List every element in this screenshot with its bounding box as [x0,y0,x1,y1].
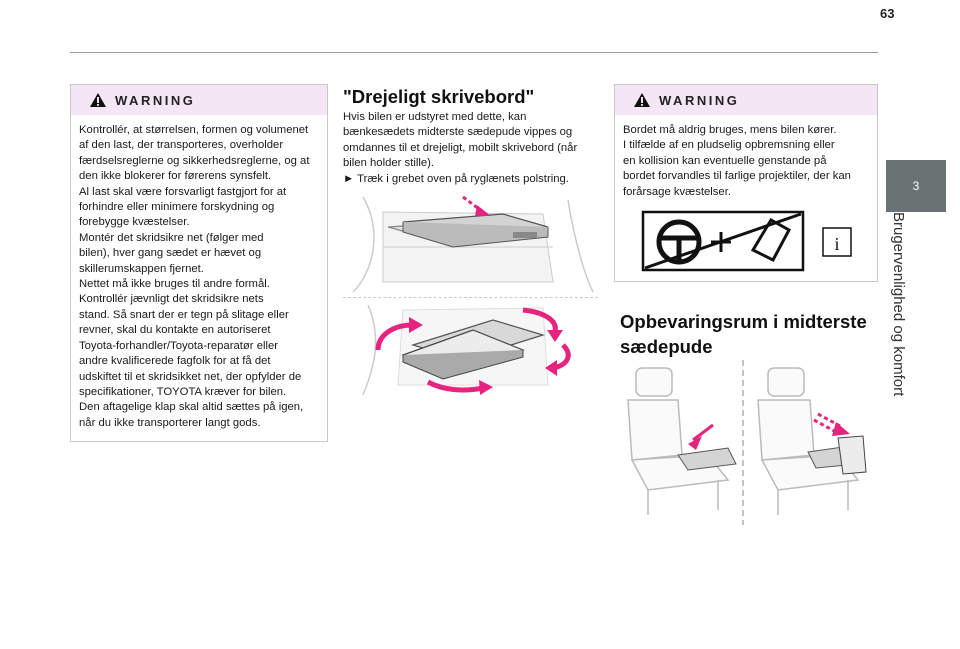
text-line: specifikationer, TOYOTA kræver for bilen… [79,385,287,398]
section-title-desk: "Drejeligt skrivebord" [343,86,535,107]
text-line: Nettet må ikke bruges til andre formål. [79,278,270,291]
desk-fold-illustration [352,195,594,293]
warning-header: WARNING [71,85,327,115]
desk-rotate-illustration [362,304,571,396]
text-line: den ikke blokerer for førerens synsfelt. [79,170,272,183]
section-title-storage: Opbevaringsrum i midterste sædepude [620,309,867,359]
text-line: bordet forvandles til farlige projektile… [623,170,851,183]
text-line: Hvis bilen er udstyret med dette, kan [343,111,527,123]
text-line: en kollision kan eventuelle genstande på [623,154,827,167]
warning-text: Kontrollér, at størrelsen, formen og vol… [71,115,327,431]
warning-box-right: WARNING Bordet må aldrig bruges, mens bi… [614,84,878,282]
page-number: 63 [880,6,895,21]
text-line: Montér det skridsikre net (følger med [79,231,264,244]
warning-triangle-icon [90,93,106,107]
text-line: når du ikke transporterer langt gods. [79,416,261,429]
warning-label: WARNING [115,92,196,108]
section-title-storage-line1: Opbevaringsrum i midterste [620,311,867,332]
text-line: I tilfælde af en pludselig opbremsning e… [623,139,835,152]
text-line: Toyota-forhandler/Toyota-reparatør eller [79,339,279,352]
text-line: bilen), hver gang sædet er hævet og [79,247,262,260]
text-line: Den aftagelige klap skal altid sættes på… [79,401,304,414]
text-line: skillerumskappen fjernet. [79,262,204,275]
header-rule [70,52,878,53]
text-line: forebygge kvæstelser. [79,216,190,229]
warning-label: WARNING [659,92,740,108]
text-line: omdannes til et drejeligt, mobilt skrive… [343,141,578,154]
warning-triangle-icon [634,93,650,107]
figure-divider [343,297,598,298]
text-line: forhindre eller minimere forskydning og [79,201,275,214]
warning-box-left: WARNING Kontrollér, at størrelsen, forme… [70,84,328,442]
chapter-tab[interactable]: 3 [886,160,946,212]
section-title-storage-line2: sædepude [620,336,713,357]
text-line: Kontrollér jævnligt det skridsikre nets [79,293,264,306]
chapter-title-text: Brugervenlighed og komfort [890,212,907,397]
text-line: forårsage kvæstelser. [623,185,731,198]
svg-text:i: i [834,234,839,254]
warning-text: Bordet må aldrig bruges, mens bilen køre… [615,115,877,200]
no-desk-while-driving-icon: i [641,210,852,272]
text-line: Al last skal være forsvarligt fastgjort … [79,185,287,198]
text-line: udskiftet til et skridsikket net, der op… [79,370,302,383]
warning-header: WARNING [615,85,877,115]
desk-description: Hvis bilen er udstyret med dette, kan bæn… [343,110,577,187]
text-line: andre kvalificerede fagfolk for at få de… [79,355,271,368]
text-line: af den last, der transporteres, overhold… [79,139,284,152]
seat-storage-illustration [627,360,867,525]
text-line: Kontrollér, at størrelsen, formen og vol… [79,124,309,136]
text-line: bænkesædets midterste sædepude vippes og [343,126,573,139]
text-line: revner, skal du kontakte en autoriseret [79,324,271,337]
text-line: bilen holder stille). [343,157,435,170]
text-line: stand. Så snart der er tegn på slitage e… [79,308,289,321]
chapter-title: Brugervenlighed og komfort [879,210,919,420]
text-line: Bordet må aldrig bruges, mens bilen køre… [623,124,837,136]
text-line: færdselsreglerne og sikkerhedsreglerne, … [79,154,310,167]
text-line: ► Træk i grebet oven på ryglænets polstr… [343,172,569,185]
